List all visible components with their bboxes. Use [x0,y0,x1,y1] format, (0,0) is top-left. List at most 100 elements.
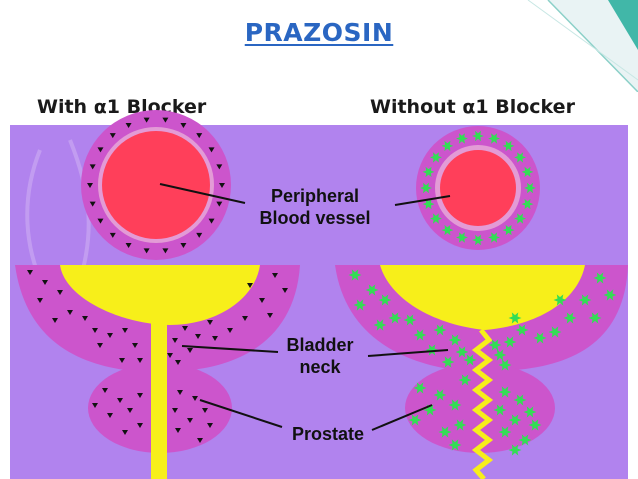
bladder-right [335,265,628,479]
receptor-active-mark [423,404,437,416]
receptor-active-mark [448,439,462,451]
receptor-blocked-mark [125,243,132,249]
receptor-blocked-mark [282,288,288,293]
receptor-blocked-mark [207,423,213,428]
leader-prostate-right [371,404,433,431]
receptor-active-mark [413,382,427,394]
receptor-blocked-mark [89,201,96,207]
receptor-active-mark [365,284,379,296]
receptor-blocked-mark [137,393,143,398]
receptor-active-mark [588,312,602,324]
label-peripheral-blood-vessel: Peripheral Blood vessel [245,185,385,229]
leader-bladder-right [367,349,449,357]
receptor-active-mark [353,299,367,311]
receptor-blocked-mark [247,283,253,288]
receptor-blocked-mark [172,408,178,413]
receptor-blocked-mark [125,122,132,128]
receptor-active-mark [528,419,542,431]
receptor-blocked-mark [132,343,138,348]
receptor-active-mark [413,329,427,341]
receptor-active-mark [498,426,512,438]
receptor-blocked-mark [216,201,223,207]
receptor-active-mark [502,224,515,236]
receptor-active-mark [498,359,512,371]
receptor-active-mark [448,399,462,411]
receptor-blocked-mark [197,438,203,443]
receptor-active-mark [524,182,536,194]
receptor-blocked-mark [57,290,63,295]
receptor-blocked-mark [67,310,73,315]
receptor-active-mark [514,152,527,163]
receptor-active-mark [420,182,432,194]
receptor-blocked-mark [107,333,113,338]
receptor-active-mark [523,406,537,418]
receptor-active-mark [455,232,468,243]
receptor-blocked-mark [109,133,116,139]
leader-vessel-right [394,195,451,206]
receptor-active-mark [422,198,435,210]
receptor-blocked-mark [208,218,215,224]
receptor-blocked-mark [143,248,150,254]
receptor-active-mark [429,213,442,224]
receptor-active-mark [388,312,402,324]
receptor-active-mark [488,232,501,243]
receptor-active-mark [533,332,547,344]
receptor-active-mark [458,374,472,386]
receptor-blocked-mark [196,133,203,139]
receptor-blocked-mark [207,320,213,325]
receptor-active-mark [553,294,567,306]
leader-vessel-left [159,183,246,204]
receptor-active-mark [472,234,484,246]
receptor-active-mark [488,133,501,144]
leader-bladder-left [181,345,279,353]
receptor-active-mark [441,356,455,368]
leader-prostate-left [199,399,283,428]
receptor-active-mark [578,294,592,306]
receptor-active-mark [441,224,454,236]
vessel-right [416,126,540,250]
vessel-left [81,110,231,260]
receptor-blocked-mark [180,122,187,128]
receptor-active-mark [438,426,452,438]
receptor-blocked-mark [127,408,133,413]
receptor-active-mark [455,133,468,144]
receptor-blocked-mark [162,248,169,254]
receptor-active-mark [515,324,529,336]
receptor-blocked-mark [195,334,201,339]
receptor-blocked-mark [182,326,188,331]
receptor-blocked-mark [272,273,278,278]
receptor-blocked-mark [122,430,128,435]
receptor-blocked-mark [267,313,273,318]
receptor-blocked-mark [137,423,143,428]
receptor-active-mark [521,166,534,178]
receptor-active-mark [455,346,469,358]
receptor-active-mark [433,389,447,401]
receptor-active-mark [508,312,522,324]
receptor-blocked-mark [87,183,93,188]
receptor-active-mark [513,394,527,406]
receptor-blocked-mark [117,398,123,403]
receptor-blocked-mark [180,243,187,249]
receptor-active-mark [493,404,507,416]
label-vessel-line1: Peripheral [270,186,360,206]
receptors-blocked [27,117,288,443]
receptor-blocked-mark [172,338,178,343]
receptor-active-mark [433,324,447,336]
receptor-blocked-mark [143,117,150,123]
urethra-constricted [471,328,494,479]
receptor-blocked-mark [216,164,223,170]
receptor-blocked-mark [175,360,181,365]
receptor-active-mark [448,334,462,346]
heading-without-blocker: Without α1 Blocker [370,96,575,118]
receptor-active-mark [378,294,392,306]
receptor-blocked-mark [122,328,128,333]
receptor-blocked-mark [259,298,265,303]
corner-decoration [527,0,638,92]
receptor-blocked-mark [212,336,218,341]
label-bladder-neck: Bladder neck [270,334,370,378]
receptor-active-mark [403,314,417,326]
receptor-blocked-mark [92,328,98,333]
receptor-blocked-mark [167,353,173,358]
receptor-active-mark [373,319,387,331]
